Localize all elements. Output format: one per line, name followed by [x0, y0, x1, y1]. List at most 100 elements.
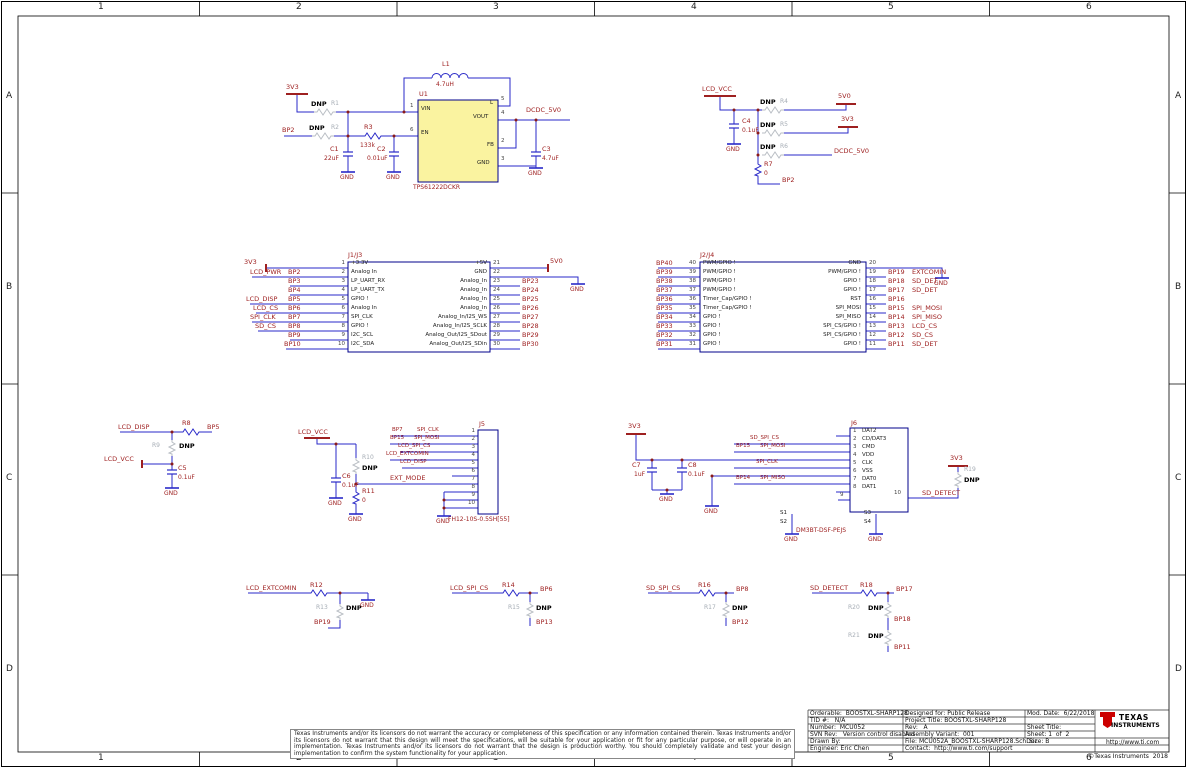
r6-dnp: DNP — [760, 143, 776, 151]
j1-p1-name: +3.3V — [351, 260, 369, 266]
wire — [719, 96, 762, 111]
j2-net-bp11: BP11 — [888, 340, 905, 348]
j1-p27-num: 27 — [493, 314, 500, 320]
j1-p5-num: 5 — [341, 296, 346, 302]
resistor-dnp-symbol — [762, 129, 784, 137]
tb-file: File: MCU052A_BOOSTXL-SHARP128.SchDoc — [905, 738, 1038, 745]
junction-dot — [402, 110, 406, 114]
j1-net-bp5: BP5 — [288, 295, 301, 303]
tb-project-title: Project Title: BOOSTXL-SHARP128 — [905, 717, 1007, 724]
frame-col-2-top: 2 — [296, 2, 302, 12]
j6-net-bp14: BP14 — [736, 475, 751, 481]
r15-dnp: DNP — [536, 604, 552, 612]
j1-p6-name: Analog In — [351, 305, 377, 311]
r21-dnp: DNP — [868, 632, 884, 640]
gnd-label-s12: GND — [784, 536, 798, 543]
j5-p10-num: 10 — [468, 500, 475, 506]
j6-p8-name: DAT1 — [862, 484, 877, 490]
junction-dot — [724, 591, 728, 595]
j1-net-sdcs: SD_CS — [255, 322, 277, 330]
frame-row-B-left: B — [6, 282, 13, 292]
r9-dnp: DNP — [179, 442, 195, 450]
j6-s2: S2 — [780, 519, 787, 525]
j5-p2-num: 2 — [471, 436, 476, 442]
junction-dot — [354, 482, 358, 486]
net-5v0-tr: 5V0 — [838, 92, 851, 100]
j5-p7-num: 7 — [471, 476, 476, 482]
junction-dot — [392, 134, 396, 138]
disclaimer-text: Texas Instruments and/or its licensors d… — [290, 729, 795, 759]
j2-p35-name: Timer_Cap/GPIO ! — [703, 305, 752, 311]
j2-p14-name: SPI_MISO — [835, 314, 861, 320]
j5-net-bp7: BP7 — [392, 427, 403, 433]
j6-p3-num: 3 — [853, 444, 857, 450]
net-bp6-d: BP6 — [540, 585, 553, 593]
gnd-label-j1: GND — [570, 286, 584, 293]
j1-net-lcdcs: LCD_CS — [253, 304, 279, 312]
frame-row-D-left: D — [6, 664, 13, 674]
j2-net-bp36: BP36 — [656, 295, 673, 303]
wire — [757, 178, 780, 185]
junction-dot — [756, 108, 760, 112]
tb-svn: SVN Rev: Version control disabled — [810, 731, 915, 738]
net-bp12-d: BP12 — [732, 618, 749, 626]
u1-pin1-num: 1 — [410, 103, 414, 109]
c3-ref: C3 — [542, 145, 551, 153]
frame-col-1-top: 1 — [98, 2, 104, 12]
r3-val: 133k — [360, 142, 375, 149]
j5-p1-num: 1 — [471, 428, 476, 434]
net-lcdvcc-j5: LCD_VCC — [298, 428, 328, 436]
j2-p18-num: 18 — [869, 278, 876, 284]
gnd-label-d1: GND — [360, 602, 374, 609]
r20-ref: R20 — [848, 604, 860, 611]
wire — [784, 127, 849, 134]
j6-net-bp15: BP15 — [736, 443, 751, 449]
tb-number: Number: MCU052 — [810, 724, 866, 731]
net-bp11-d: BP11 — [894, 643, 911, 651]
net-bp13-d: BP13 — [536, 618, 553, 626]
tb-size: Size: B — [1029, 738, 1050, 745]
c5-ref: C5 — [178, 464, 187, 472]
ti-logo-text-1: TEXAS — [1119, 713, 1149, 722]
junction-dot — [346, 134, 350, 138]
r12-ref: R12 — [310, 581, 323, 589]
ti-logo-icon — [1100, 712, 1115, 728]
junction-dot — [732, 108, 736, 112]
net-dcdc5v0-main: DCDC_5V0 — [526, 106, 562, 114]
j2-p40-num: 40 — [689, 260, 696, 266]
tb-designed-for: Designed for: Public Release — [905, 710, 991, 717]
resistor-dnp-symbol — [721, 602, 731, 618]
net-lcdextcomin-d: LCD_EXTCOMIN — [246, 584, 297, 592]
r9-ref: R9 — [152, 442, 160, 449]
j1-p22-num: 22 — [493, 269, 500, 275]
j1-p26-num: 26 — [493, 305, 500, 311]
j5-net-bp15: BP15 — [390, 435, 405, 441]
j6-header: J6 — [851, 419, 858, 427]
net-bp17-d: BP17 — [896, 585, 913, 593]
j6-p5-name: CLK — [862, 460, 873, 466]
resistor-dnp-symbol — [953, 472, 963, 488]
j6-net-spimosi: SPI_MOSI — [760, 443, 786, 449]
j2-body — [699, 261, 867, 353]
frame-col-4-top: 4 — [691, 2, 697, 12]
u1-body — [417, 99, 499, 183]
wire — [866, 267, 943, 278]
j1-net-5v0: 5V0 — [550, 257, 563, 265]
junction-dot — [710, 474, 714, 478]
j2-p18-name: GPIO ! — [843, 278, 861, 284]
resistor-dnp-symbol — [883, 602, 893, 618]
j1-net-bp28: BP28 — [522, 322, 539, 330]
j1-p2-num: 2 — [341, 269, 346, 275]
junction-dot — [756, 153, 760, 157]
r5-dnp: DNP — [760, 121, 776, 129]
j1-net-bp25: BP25 — [522, 295, 539, 303]
j2-p33-name: GPIO ! — [703, 323, 721, 329]
resistor-dnp-symbol — [167, 440, 177, 456]
j6-s4: S4 — [864, 519, 871, 525]
j6-p4-name: VDD — [862, 452, 875, 458]
l1-ref: L1 — [442, 60, 450, 68]
net-3v3-tr: 3V3 — [841, 115, 854, 123]
gnd-label-c3: GND — [528, 170, 542, 177]
